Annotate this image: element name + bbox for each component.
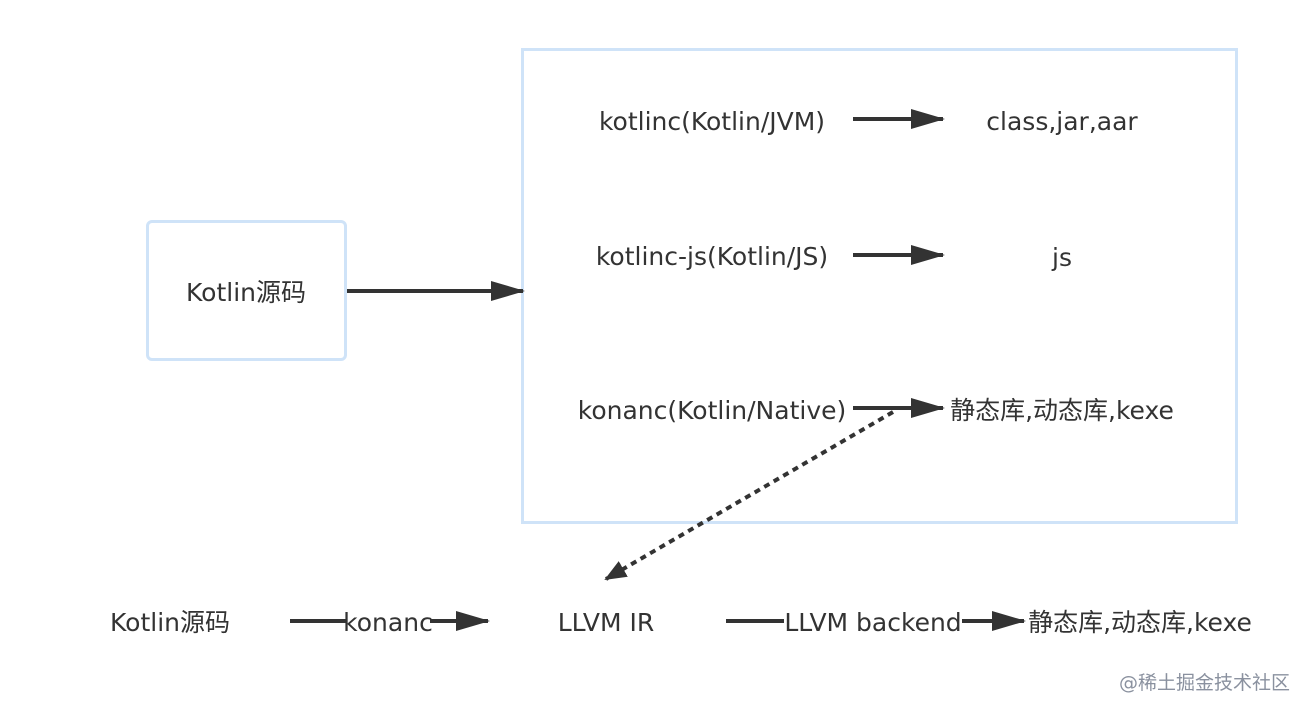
pipeline-step2-label: LLVM backend: [784, 608, 962, 637]
output-js-label: js: [1052, 243, 1072, 272]
pipeline-ir-label: LLVM IR: [557, 608, 655, 637]
compiler-jvm-label: kotlinc(Kotlin/JVM): [598, 107, 826, 136]
output-jvm-label: class,jar,aar: [986, 107, 1138, 136]
output-native-label: 静态库,动态库,kexe: [950, 396, 1174, 425]
pipeline-source-label: Kotlin源码: [110, 608, 230, 637]
dashed-arrow-native-to-ir: [604, 410, 895, 581]
compiler-js-label: kotlinc-js(Kotlin/JS): [595, 242, 829, 271]
pipeline-step1-label: konanc: [343, 608, 433, 637]
pipeline-output-label: 静态库,动态库,kexe: [1028, 608, 1252, 637]
source-node-box: [146, 220, 347, 361]
source-node-label: Kotlin源码: [186, 278, 306, 307]
watermark: @稀土掘金技术社区: [1118, 672, 1290, 694]
compiler-native-label: konanc(Kotlin/Native): [577, 396, 847, 425]
